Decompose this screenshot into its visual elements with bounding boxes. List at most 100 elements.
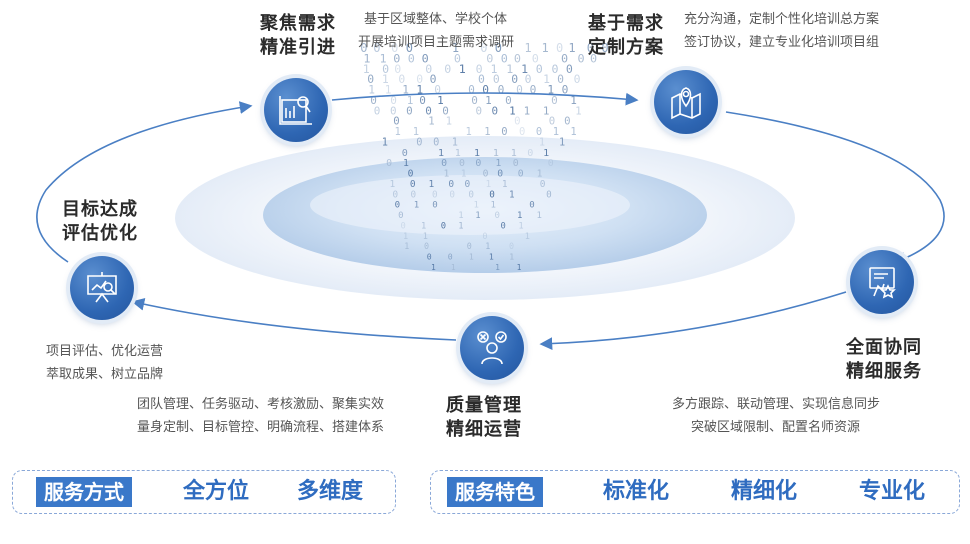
stage-5-title: 目标达成 评估优化 (46, 198, 154, 246)
binary-digit: 0 (564, 115, 570, 128)
binary-digit: 0 (546, 189, 552, 200)
binary-digit: 0 (427, 252, 432, 262)
binary-digit: 0 (482, 232, 487, 242)
service-features-label: 服务特色 (447, 477, 543, 507)
binary-digit: 0 (536, 126, 542, 138)
binary-digit: 0 (562, 84, 569, 97)
binary-digit: 0 (422, 51, 429, 65)
stage-1-description: 基于区域整体、学校个体 开展培训项目主题需求调研 (358, 8, 514, 54)
binary-digit: 0 (373, 41, 380, 55)
binary-digit: 1 (404, 241, 409, 251)
binary-digit: 0 (424, 241, 429, 251)
binary-digit: 1 (489, 252, 494, 262)
binary-digit: 0 (492, 104, 499, 117)
binary-digit: 0 (471, 94, 478, 107)
binary-digit: 1 (543, 148, 549, 159)
binary-digit: 1 (517, 263, 522, 272)
binary-digit: 1 (559, 136, 565, 148)
service-features-panel: 服务特色 标准化 精细化 专业化 (430, 470, 960, 514)
stage-3-desc-line-1: 多方跟踪、联动管理、实现信息同步 (672, 397, 881, 412)
binary-digit: 0 (468, 84, 475, 97)
binary-digit: 1 (502, 179, 508, 190)
stage-3-node (850, 250, 914, 314)
binary-digit: 0 (505, 94, 512, 107)
binary-digit: 0 (419, 94, 426, 107)
binary-digit: 1 (423, 232, 428, 242)
binary-digit: 0 (432, 201, 437, 211)
binary-digit: 0 (556, 41, 563, 55)
binary-digit: 0 (382, 62, 389, 76)
binary-digit: 1 (495, 158, 501, 169)
binary-digit: 1 (421, 222, 426, 232)
binary-digit: 0 (395, 201, 400, 211)
binary-digit: 0 (501, 126, 507, 138)
binary-digit: 0 (497, 169, 503, 180)
binary-digit: 0 (448, 252, 453, 262)
binary-digit: 0 (557, 72, 564, 86)
stage-2-node (654, 70, 718, 134)
binary-digit: 0 (425, 62, 432, 76)
binary-digit: 1 (543, 72, 550, 86)
binary-digit: 0 (601, 41, 608, 55)
binary-digit: 1 (437, 94, 444, 107)
binary-digit: 0 (551, 94, 558, 107)
binary-digit: 1 (461, 169, 467, 180)
binary-digit: 0 (467, 241, 472, 251)
binary-digit: 0 (525, 72, 532, 86)
binary-digit: 1 (521, 62, 528, 76)
binary-digit: 1 (458, 222, 463, 232)
binary-digit: 0 (393, 51, 400, 65)
binary-digit: 1 (446, 115, 452, 128)
binary-digit: 0 (416, 72, 423, 86)
stage-4-desc-line-2: 量身定制、目标管控、明确流程、搭建体系 (137, 420, 385, 435)
stage-2-title-line-1: 基于需求 (588, 13, 664, 34)
presentation-analysis-icon (87, 272, 117, 303)
binary-digit: 0 (514, 51, 521, 65)
team-check-icon (477, 331, 507, 365)
binary-digit: 0 (441, 158, 447, 169)
binary-digit: 0 (408, 51, 415, 65)
binary-digit: 0 (513, 158, 519, 169)
stage-4-desc-line-1: 团队管理、任务驱动、考核激励、聚集实效 (137, 397, 385, 412)
binary-digit: 1 (431, 263, 436, 272)
binary-digit: 1 (542, 41, 549, 55)
stage-5-title-line-2: 评估优化 (62, 223, 138, 244)
stage-4-description: 团队管理、任务驱动、考核激励、聚集实效 量身定制、目标管控、明确流程、搭建体系 (137, 393, 384, 439)
binary-digit: 0 (406, 41, 413, 55)
binary-digit: 1 (517, 211, 522, 221)
binary-digit: 1 (493, 148, 499, 159)
center-disc-highlight (310, 175, 630, 235)
binary-digit: 1 (475, 211, 480, 221)
stage-4-title-line-2: 精细运营 (446, 419, 522, 440)
binary-digit: 1 (414, 201, 419, 211)
binary-digit: 0 (391, 41, 398, 55)
binary-digit: 0 (394, 62, 401, 76)
map-pin-icon (671, 87, 701, 120)
binary-digit: 0 (459, 158, 465, 169)
service-mode-panel: 服务方式 全方位 多维度 (12, 470, 396, 514)
binary-digit: 0 (433, 136, 439, 148)
binary-digit: 0 (401, 222, 406, 232)
binary-digit: 0 (511, 72, 518, 86)
binary-digit: 1 (474, 148, 480, 159)
binary-digit: 1 (390, 179, 396, 190)
stage-5-title-line-1: 目标达成 (62, 199, 138, 220)
binary-digit: 0 (468, 189, 474, 200)
binary-digit: 0 (454, 51, 461, 65)
binary-digit: 0 (578, 51, 585, 65)
binary-digit: 0 (425, 104, 432, 117)
binary-digit: 1 (524, 104, 531, 117)
service-features-item: 标准化 (603, 479, 670, 504)
arrow-stage3-to-stage4 (539, 291, 847, 351)
binary-digit: 0 (406, 104, 413, 117)
binary-digit: 0 (432, 189, 438, 200)
binary-digit: 0 (590, 51, 597, 65)
binary-digit: 0 (398, 72, 405, 86)
binary-digit: 0 (434, 84, 441, 97)
stage-2-description: 充分沟通，定制个性化培训总方案 签订协议，建立专业化培训项目组 (684, 8, 879, 54)
binary-digit: 0 (408, 169, 414, 180)
binary-digit: 0 (501, 222, 506, 232)
binary-digit: 0 (493, 72, 500, 86)
binary-digit: 0 (483, 169, 489, 180)
binary-digit: 0 (465, 179, 471, 190)
